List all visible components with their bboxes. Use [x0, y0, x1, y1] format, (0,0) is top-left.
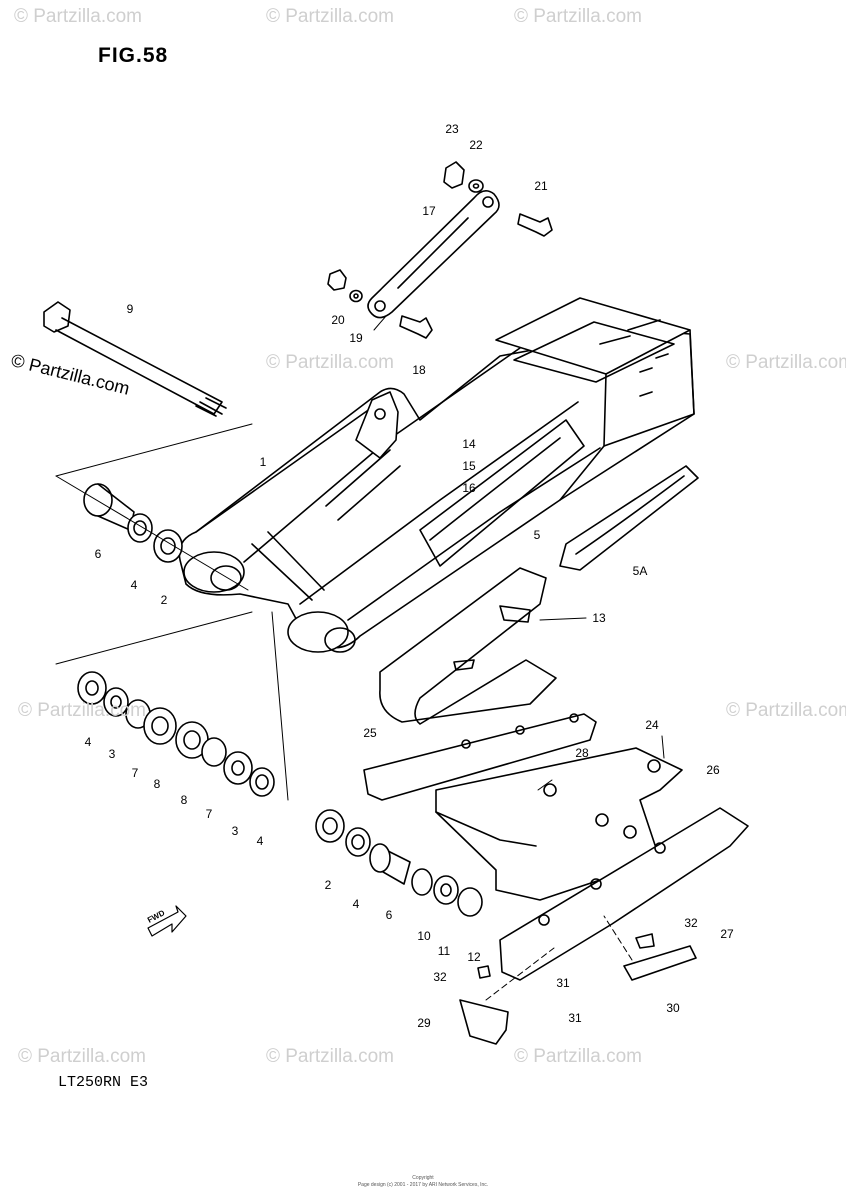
swingarm-1 [178, 297, 695, 653]
fwd-arrow [147, 905, 187, 937]
callout-27: 27 [720, 927, 734, 941]
copyright-line-2: Page design (c) 2001 - 2017 by ARI Netwo… [357, 1182, 489, 1188]
callout-4: 4 [130, 578, 138, 592]
callout-6: 6 [385, 908, 393, 922]
callout-18: 18 [412, 363, 426, 377]
pivot-parts-right [315, 809, 483, 917]
figure-title: FIG.58 [98, 44, 169, 67]
guard-26 [499, 807, 749, 981]
watermark: © Partzilla.com [13, 6, 143, 27]
callout-5A: 5A [632, 564, 648, 578]
callout-26: 26 [706, 763, 720, 777]
watermark: © Partzilla.com [513, 6, 643, 27]
callout-16: 16 [462, 481, 476, 495]
callout-17: 17 [422, 204, 436, 218]
watermark: © Partzilla.com [17, 700, 147, 721]
callout-3: 3 [108, 747, 116, 761]
pivot-bolt-9 [43, 301, 227, 417]
callout-31: 31 [568, 1011, 582, 1025]
model-code: LT250RN E3 [58, 1074, 149, 1091]
callout-10: 10 [417, 929, 431, 943]
callout-30: 30 [666, 1001, 680, 1015]
callout-3: 3 [231, 824, 239, 838]
callout-1: 1 [259, 455, 267, 469]
callout-14: 14 [462, 437, 476, 451]
callout-8: 8 [180, 793, 188, 807]
callout-22: 22 [469, 138, 483, 152]
watermark: © Partzilla.com [265, 352, 395, 373]
callout-2: 2 [324, 878, 332, 892]
callout-12: 12 [467, 950, 481, 964]
callout-23: 23 [445, 122, 459, 136]
copyright-line-1: Copyright [412, 1175, 434, 1181]
callout-32: 32 [433, 970, 447, 984]
callout-8: 8 [153, 777, 161, 791]
bracket-29 [459, 965, 509, 1045]
callout-2: 2 [160, 593, 168, 607]
callout-11: 11 [437, 944, 451, 958]
callout-24: 24 [645, 718, 659, 732]
callout-15: 15 [462, 459, 476, 473]
callout-25: 25 [363, 726, 377, 740]
callout-32: 32 [684, 916, 698, 930]
decal-5A [559, 465, 699, 571]
callout-5: 5 [533, 528, 541, 542]
copyright-notice: Copyright Page design (c) 2001 - 2017 by… [358, 1175, 488, 1189]
callout-7: 7 [131, 766, 139, 780]
watermark: © Partzilla.com [513, 1046, 643, 1067]
leader-lines [55, 315, 665, 1001]
callout-20: 20 [331, 313, 345, 327]
callout-6: 6 [94, 547, 102, 561]
callout-7: 7 [205, 807, 213, 821]
watermark: © Partzilla.com [265, 1046, 395, 1067]
callout-28: 28 [575, 746, 589, 760]
callout-4: 4 [256, 834, 264, 848]
callout-13: 13 [592, 611, 606, 625]
watermark: © Partzilla.com [725, 700, 846, 721]
callout-9: 9 [126, 302, 134, 316]
watermark: © Partzilla.com [725, 352, 846, 373]
fasteners-upper [327, 161, 553, 339]
watermark: © Partzilla.com [17, 1046, 147, 1067]
pivot-parts-left [77, 483, 275, 797]
chain-guard-13 [379, 567, 557, 725]
callout-21: 21 [534, 179, 548, 193]
chain-guard-bracket-25 [363, 713, 597, 801]
bracket-30 [623, 933, 697, 981]
torque-link-17 [367, 190, 500, 319]
callout-4: 4 [84, 735, 92, 749]
callout-29: 29 [417, 1016, 431, 1030]
watermark: © Partzilla.com [265, 6, 395, 27]
callout-19: 19 [349, 331, 363, 345]
callout-4: 4 [352, 897, 360, 911]
callout-31: 31 [556, 976, 570, 990]
